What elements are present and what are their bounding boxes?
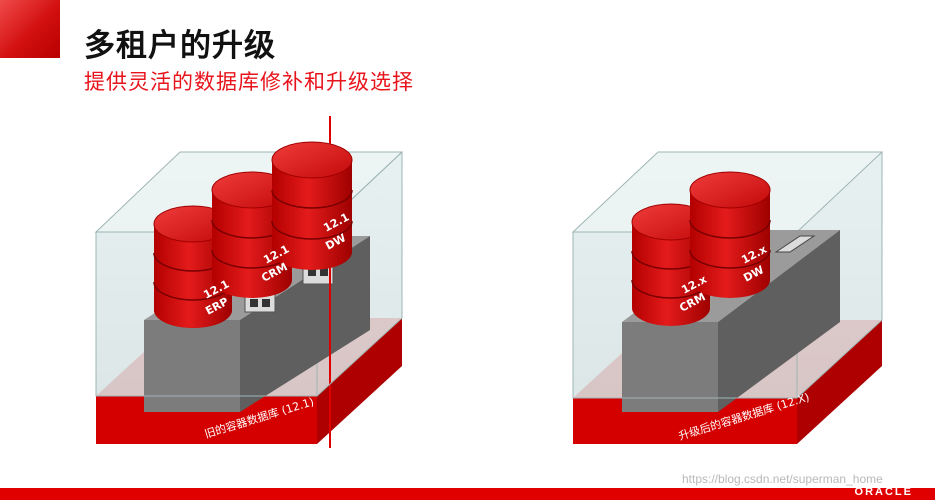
brand-corner-block [0,0,60,58]
watermark-text: https://blog.csdn.net/superman_home [682,472,883,486]
page-subtitle: 提供灵活的数据库修补和升级选择 [84,70,414,94]
right-db-dw [689,171,771,298]
oracle-logo: ORACLE [854,486,913,498]
right-diagram: 12.x CRM 12.x DW 升级后的容器数据库 (12.X) [571,151,884,444]
left-db-dw [271,141,353,270]
page-title: 多租户的升级 [84,28,276,64]
left-diagram: 12.1 ERP 12.1 CRM 12.1 DW 旧的容器数据库 (12.1) [94,116,404,448]
footer-bar [0,488,935,500]
